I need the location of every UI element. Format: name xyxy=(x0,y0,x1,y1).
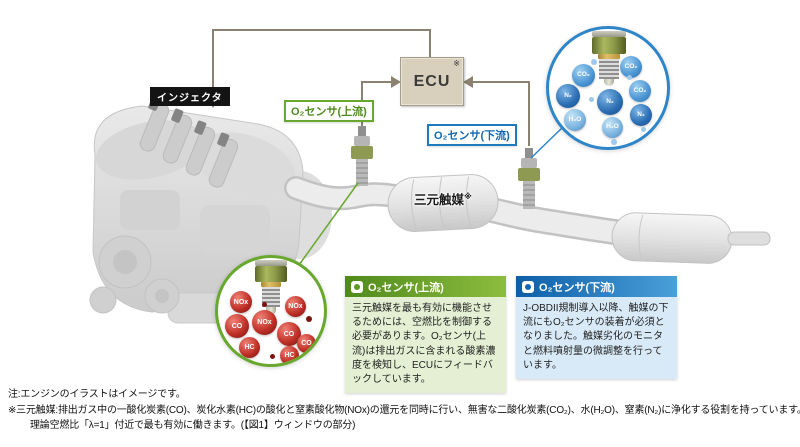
downstream-info-title: O₂センサ(下流) xyxy=(539,281,615,294)
green-bullet-icon xyxy=(351,280,363,293)
molecule-nox: NOx xyxy=(252,310,277,335)
o2-upstream-tag: O₂センサ(上流) xyxy=(284,100,374,122)
molecule-hc: HC xyxy=(239,337,260,358)
o2-sensor-downstream xyxy=(518,148,540,209)
upstream-info-header: O₂センサ(上流) xyxy=(345,276,506,297)
gas-speck xyxy=(611,139,617,145)
upstream-gas-inset: NOx CO NOx HC CO NOx HC CO xyxy=(215,255,327,367)
exhaust-pipe xyxy=(284,176,635,246)
downstream-info-header: O₂センサ(下流) xyxy=(516,276,677,297)
gas-speck xyxy=(270,354,275,359)
upstream-info-box: O₂センサ(上流) 三元触媒を最も有効に機能させるためには、空燃比を制御する必要… xyxy=(345,276,506,394)
molecule-h2o: H₂O xyxy=(602,117,623,138)
footnote-catalyst-2: 理論空燃比「λ=1」付近で最も有効に働きます。(【図1】ウィンドウの部分) xyxy=(30,420,356,431)
downstream-info-box: O₂センサ(下流) J-OBDII規制導入以降、触媒の下流にもO₂センサの装着が… xyxy=(516,276,677,379)
inset-connector-lines xyxy=(298,126,564,266)
molecule-n2: N₂ xyxy=(556,84,580,108)
blue-bullet-icon xyxy=(522,280,534,293)
molecule-n2: N₂ xyxy=(597,89,623,115)
gas-speck xyxy=(591,59,597,65)
gas-speck xyxy=(589,97,594,102)
sensor-tip xyxy=(604,79,614,86)
ecu-footnote-mark: ※ xyxy=(453,59,460,68)
catalyst-footnote-mark: ※ xyxy=(464,191,472,201)
molecule-hc: HC xyxy=(280,346,299,364)
molecule-co: CO xyxy=(225,314,249,338)
molecule-n2: N₂ xyxy=(630,104,652,126)
gas-speck xyxy=(627,75,632,80)
intake-runners xyxy=(139,102,239,188)
gas-speck xyxy=(306,316,312,322)
sensor-hex-nut xyxy=(592,37,626,54)
ecu-box: ECU ※ xyxy=(400,57,464,106)
o2-downstream-tag: O₂センサ(下流) xyxy=(427,124,517,146)
sensor-threads xyxy=(599,59,619,79)
molecule-nox: NOx xyxy=(285,296,306,317)
sensor-collar xyxy=(261,282,281,287)
catalyst-label: 三元触媒※ xyxy=(414,189,472,208)
catalyst-label-text: 三元触媒 xyxy=(414,193,465,207)
tailpipe xyxy=(727,231,771,246)
molecule-co2: CO₂ xyxy=(629,80,651,102)
sensor-washer xyxy=(592,31,626,37)
sensor-washer xyxy=(255,260,287,266)
molecule-co2: CO₂ xyxy=(620,56,642,78)
upstream-info-body: 三元触媒を最も有効に機能させるためには、空燃比を制御する必要があります。O₂セン… xyxy=(345,297,506,394)
catalytic-converter xyxy=(387,174,499,232)
downstream-info-body: J-OBDII規制導入以降、触媒の下流にもO₂センサの装着が必須となりました。触… xyxy=(516,297,677,379)
upstream-info-title: O₂センサ(上流) xyxy=(368,281,444,294)
molecule-co2: CO₂ xyxy=(572,64,595,87)
molecule-co: CO xyxy=(297,334,316,353)
o2-sensor-upstream xyxy=(351,126,373,186)
sensor-collar xyxy=(598,54,620,59)
gas-speck xyxy=(641,127,646,132)
ecu-label: ECU xyxy=(413,72,451,90)
molecule-h2o: H₂O xyxy=(564,109,586,131)
injector-label: インジェクタ xyxy=(150,87,230,106)
gas-speck xyxy=(262,302,267,307)
downstream-gas-inset: N₂ CO₂ CO₂ N₂ CO₂ H₂O H₂O N₂ xyxy=(546,26,670,150)
molecule-nox: NOx xyxy=(230,291,252,313)
sensor-hex-nut xyxy=(255,266,287,282)
footnote-catalyst-1: ※三元触媒:排出ガス中の一酸化炭素(CO)、炭化水素(HC)の酸化と窒素酸化物(… xyxy=(8,405,800,416)
muffler xyxy=(611,212,733,264)
footnote-engine-image: 注:エンジンのイラストはイメージです。 xyxy=(8,389,186,400)
